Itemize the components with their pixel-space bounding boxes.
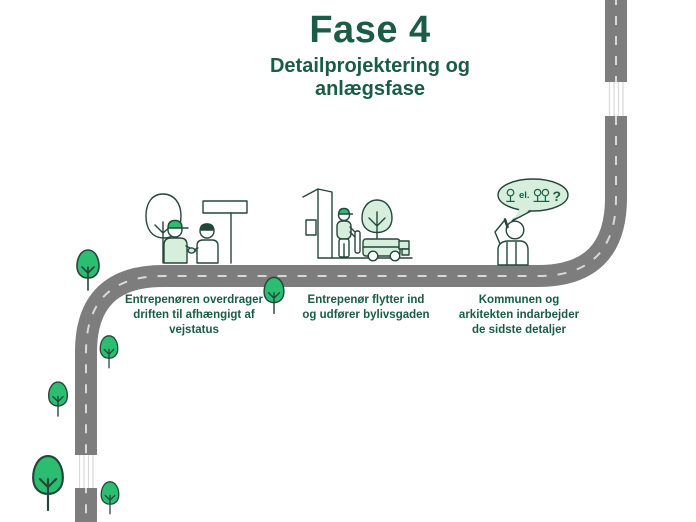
caption-step-1: Entrepenøren overdrager driften til afhæ…	[114, 293, 274, 338]
tree-1	[76, 249, 100, 291]
pedestrian-crossing-top	[605, 82, 627, 116]
scene-contractor-handover	[145, 193, 248, 264]
speech-bubble-content: el. ?	[501, 186, 565, 205]
bubble-or-text: el.	[518, 189, 530, 201]
hair	[199, 223, 215, 231]
caption-line: Entrepenør flytter ind	[307, 294, 425, 306]
speech-bubble	[497, 178, 569, 222]
caption-line: og udfører bylivsgaden	[302, 309, 430, 321]
title-block: Fase 4 Detailprojektering og anlægsfase	[228, 9, 512, 102]
tree-6	[100, 481, 120, 515]
tree-4	[47, 381, 69, 417]
caption-step-3: Kommunen og arkitekten indarbejder de si…	[439, 293, 599, 338]
caption-line: vejstatus	[169, 324, 219, 336]
building-corner	[302, 188, 333, 259]
helmet-icon	[167, 219, 183, 229]
bubble-question-mark: ?	[552, 187, 562, 204]
pedestrian-crossing-bottom	[75, 455, 97, 488]
worker-figure	[163, 219, 197, 264]
road	[75, 0, 627, 522]
caption-line: arkitekten indarbejder	[458, 309, 580, 321]
window	[305, 219, 317, 236]
phone-figure	[494, 218, 529, 266]
single-tree-option-icon	[506, 188, 515, 202]
tree-3	[99, 335, 119, 369]
helmet-icon	[338, 207, 350, 215]
page-title: Fase 4	[309, 9, 431, 51]
scene-architect-call	[494, 178, 569, 266]
page-subtitle: Detailprojektering og anlægsfase	[269, 54, 471, 101]
tree-5	[32, 455, 64, 512]
compactor-machine	[354, 230, 410, 262]
street-sign	[202, 200, 248, 264]
caption-line: de sidste detaljer	[472, 324, 566, 336]
caption-step-2: Entrepenør flytter ind og udfører bylivs…	[286, 293, 446, 323]
scene-construction	[302, 188, 413, 262]
caption-line: Entrepenøren overdrager	[124, 294, 264, 306]
double-tree-option-icon	[533, 188, 549, 202]
caption-line: Kommunen og	[478, 294, 560, 306]
construction-worker	[336, 207, 357, 258]
client-figure	[187, 223, 219, 264]
caption-line: driften til afhængigt af	[133, 309, 255, 321]
handshake	[187, 247, 196, 254]
